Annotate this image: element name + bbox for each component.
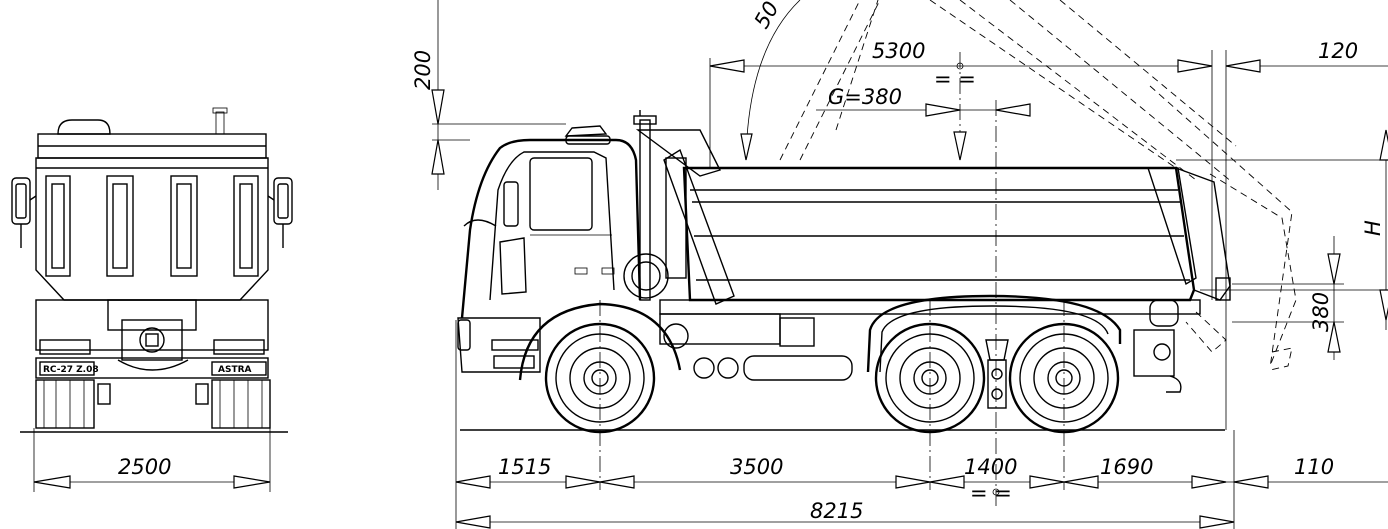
tip-angle-label: 50 [750, 0, 784, 33]
overall-length-label: 8215 [810, 499, 863, 523]
dump-body [623, 129, 1231, 305]
front-plate-text: RC-27 Z.08 [43, 365, 99, 375]
front-overhang-label: 1515 [498, 455, 551, 479]
rear-height-label: 380 [1309, 292, 1333, 332]
rear-tail-label: 110 [1294, 455, 1334, 479]
front-view: RC-27 Z.08 ASTRA 2500 [11, 107, 293, 492]
wheelbase-front-label: 3500 [730, 455, 783, 479]
wheelbase-rear-label: 1400 [964, 455, 1017, 479]
load-offset-label: G=380 [828, 85, 902, 109]
dimensions: 200 50 5300 = = 120 G=380 H 380 [411, 0, 1388, 529]
body-length-label: 5300 [872, 39, 925, 63]
rear-overhang-label: 1690 [1100, 455, 1153, 479]
symmetry-mark-bottom: = = [970, 481, 1012, 505]
brand-badge-text: ASTRA [218, 365, 252, 375]
symmetry-mark-top: = = [934, 67, 976, 91]
tip-clearance-label: 200 [411, 50, 435, 90]
rear-overhang-top-label: 120 [1318, 39, 1358, 63]
front-width-label: 2500 [118, 455, 171, 479]
body-height-label: H [1361, 220, 1385, 236]
cab [457, 125, 642, 373]
side-view [457, 0, 1297, 506]
tipped-body-outline [779, 0, 1297, 371]
